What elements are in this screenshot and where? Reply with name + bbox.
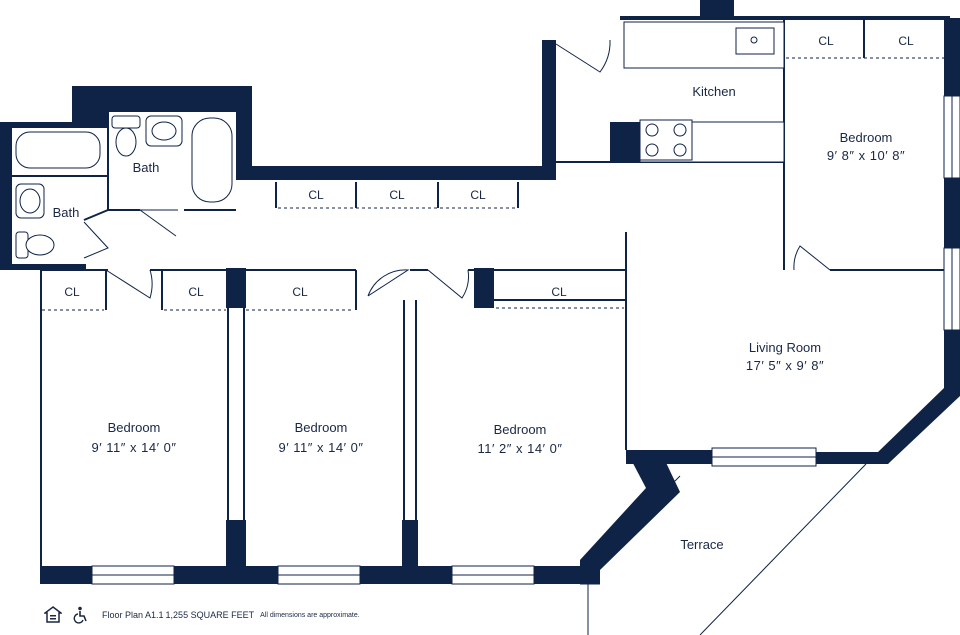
closet-labels: CL CL CL CL CL CL CL CL CL (64, 34, 914, 299)
fixtures (15, 21, 785, 259)
bedroom-2-label: Bedroom (295, 420, 348, 435)
closet-label: CL (470, 188, 486, 202)
living-room-dims: 17′ 5″ x 9′ 8″ (746, 358, 824, 373)
bedroom-1-label: Bedroom (108, 420, 161, 435)
terrace-label: Terrace (680, 537, 723, 552)
kitchen-label: Kitchen (692, 84, 735, 99)
closet-dashes (42, 57, 944, 311)
room-labels: Kitchen Bedroom 9′ 8″ x 10′ 8″ Bath Bath… (53, 84, 905, 552)
accessibility-icon (73, 606, 87, 624)
square-footage: 1,255 SQUARE FEET (165, 610, 255, 620)
closet-label: CL (188, 285, 204, 299)
closet-label: CL (818, 34, 834, 48)
bedroom-3-label: Bedroom (494, 422, 547, 437)
bedroom-ne-dims: 9′ 8″ x 10′ 8″ (827, 148, 905, 163)
footer: Floor Plan A1.1 1,255 SQUARE FEET All di… (44, 604, 360, 626)
windows (91, 95, 960, 585)
partitions (12, 20, 944, 635)
bath-left-label: Bath (53, 205, 80, 220)
bedroom-2-dims: 9′ 11″ x 14′ 0″ (279, 440, 364, 455)
bath-upper-label: Bath (133, 160, 160, 175)
living-room-label: Living Room (749, 340, 821, 355)
doors (83, 39, 831, 299)
equal-housing-icon (44, 606, 62, 623)
closet-label: CL (292, 285, 308, 299)
bedroom-3-dims: 11′ 2″ x 14′ 0″ (478, 441, 563, 456)
closet-label: CL (64, 285, 80, 299)
closet-label: CL (389, 188, 405, 202)
bedroom-1-dims: 9′ 11″ x 14′ 0″ (92, 440, 177, 455)
closet-label: CL (308, 188, 324, 202)
dimensions-note: All dimensions are approximate. (260, 611, 360, 619)
walls (0, 0, 960, 584)
bedroom-ne-label: Bedroom (840, 130, 893, 145)
floor-plan-name: Floor Plan A1.1 (102, 610, 164, 620)
closet-label: CL (898, 34, 914, 48)
closet-label: CL (551, 285, 567, 299)
